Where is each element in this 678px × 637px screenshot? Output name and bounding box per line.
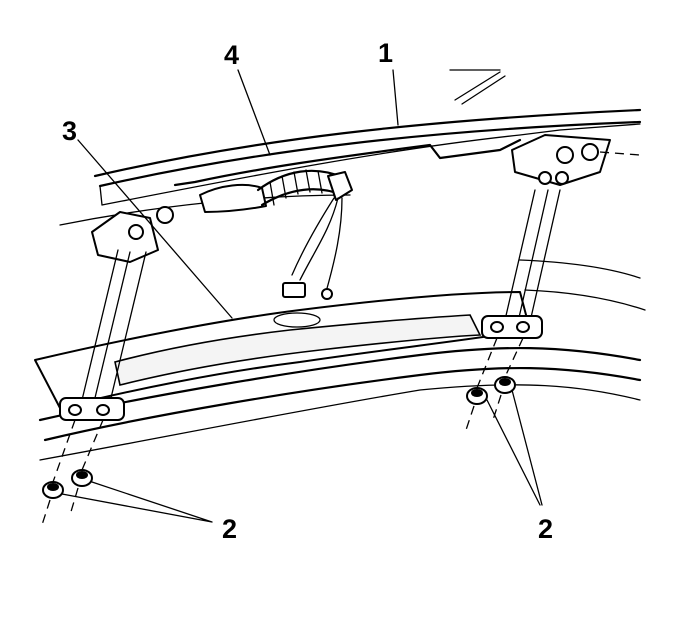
callouts: 1 4 3 2 2	[62, 38, 553, 544]
left-bracket	[59, 206, 174, 421]
nut-right-b	[492, 376, 516, 421]
nut-left-b	[69, 469, 93, 516]
wiring-harness	[199, 169, 353, 300]
trim-panel	[34, 259, 646, 461]
guide-right-b	[504, 337, 524, 378]
nut-left-a	[41, 481, 64, 526]
callout-2-right: 2	[538, 514, 553, 544]
leader-lines	[61, 69, 543, 523]
right-bracket	[481, 134, 641, 339]
callout-1: 1	[378, 38, 393, 68]
guide-right-a	[476, 337, 498, 389]
callout-3: 3	[62, 116, 77, 146]
callout-2-left: 2	[222, 514, 237, 544]
callout-4: 4	[224, 40, 239, 70]
guide-left-b	[81, 419, 104, 471]
nut-right-a	[465, 387, 488, 431]
guide-left-a	[52, 419, 76, 483]
